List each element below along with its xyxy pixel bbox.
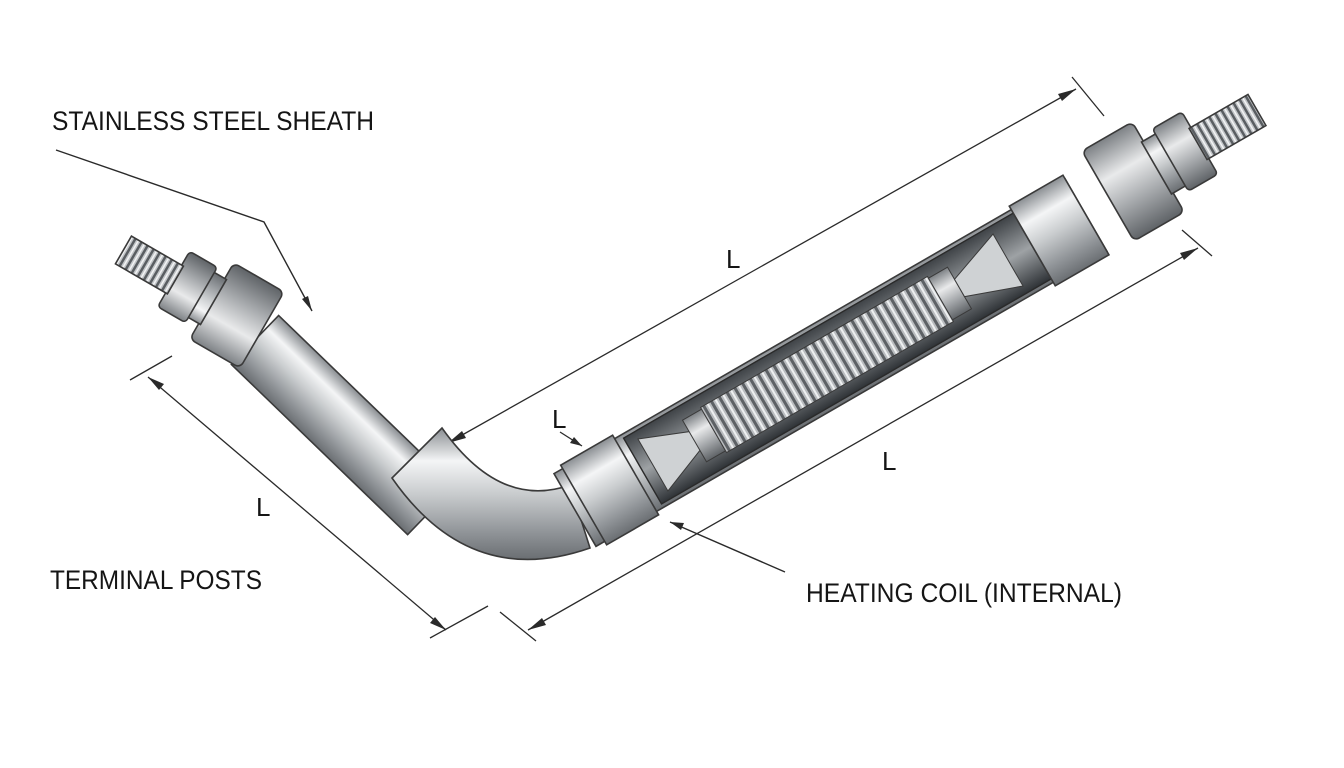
terminal-post-right xyxy=(1083,93,1268,240)
sheath-collar xyxy=(559,434,660,546)
dim-label-small-gap: L xyxy=(552,404,566,434)
dim-label-upper-long: L xyxy=(726,244,740,274)
heating-element xyxy=(114,93,1268,561)
sheath-bend xyxy=(390,426,591,561)
leader-sheath xyxy=(55,149,313,312)
dimension-small-gap xyxy=(559,431,583,447)
heating-coil xyxy=(699,275,955,454)
terminal-post-left xyxy=(114,235,283,367)
leader-coil xyxy=(669,521,786,573)
label-heating-coil: HEATING COIL (INTERNAL) xyxy=(806,578,1122,608)
label-terminal-posts: TERMINAL POSTS xyxy=(50,565,262,595)
label-stainless-steel-sheath: STAINLESS STEEL SHEATH xyxy=(52,106,374,136)
dim-label-left-leg: L xyxy=(256,492,270,522)
dimension-left-leg xyxy=(129,355,489,639)
dimension-lower-long xyxy=(499,229,1213,642)
dim-label-lower-long: L xyxy=(882,446,896,476)
dimension-upper-long xyxy=(447,76,1105,444)
